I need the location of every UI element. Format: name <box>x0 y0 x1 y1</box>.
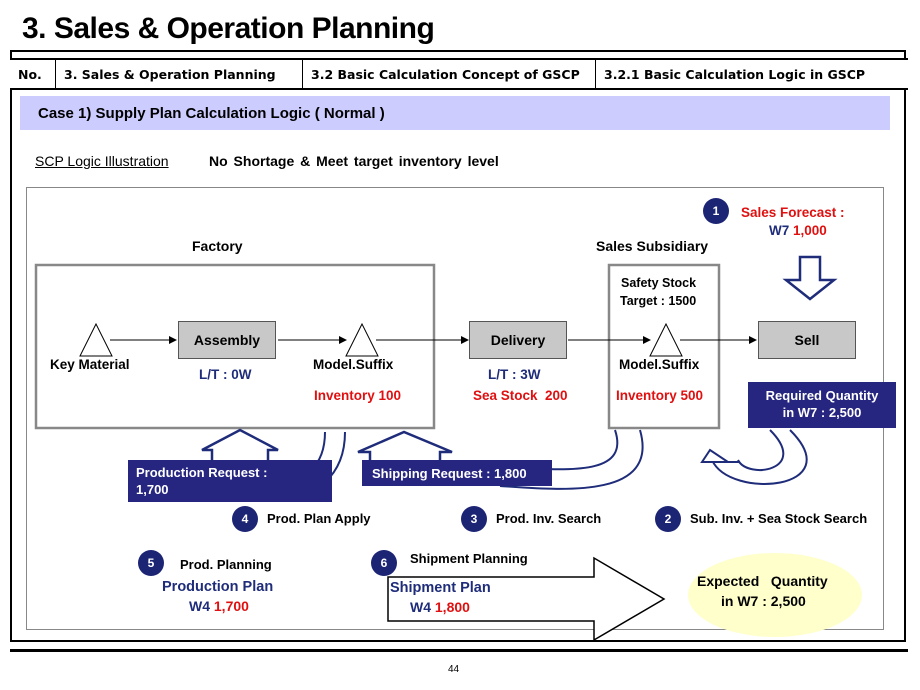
shipment-plan-label: Shipment Plan <box>390 580 491 596</box>
subsidiary-title: Sales Subsidiary <box>596 238 709 254</box>
step-1-badge: 1 <box>703 198 729 224</box>
shipment-plan-number: 1,800 <box>434 599 470 615</box>
expected-quantity-line1: Expected Quantity <box>697 573 828 589</box>
shipping-request-up-arrow <box>357 430 453 464</box>
step-4-label: Prod. Plan Apply <box>267 511 371 526</box>
subsidiary-box <box>607 263 721 430</box>
factory-box <box>34 263 436 430</box>
step-3-badge: 3 <box>461 506 487 532</box>
step-5-badge: 5 <box>138 550 164 576</box>
sales-forecast-week: W7 <box>769 223 790 238</box>
search-curve-inner <box>737 429 785 471</box>
production-plan-value: W4 1,700 <box>189 598 249 614</box>
production-plan-week: W4 <box>189 598 210 614</box>
expected-quantity-line2: in W7 : 2,500 <box>721 593 806 609</box>
key-material-label: Key Material <box>50 357 130 372</box>
search-curve-outer <box>711 429 808 485</box>
header-table: No. 3. Sales & Operation Planning 3.2 Ba… <box>10 58 908 90</box>
header-no-cell: No. <box>10 60 56 88</box>
shipment-plan-arrow <box>387 556 666 642</box>
step-6-label: Shipment Planning <box>410 551 528 566</box>
sales-forecast-number: 1,000 <box>793 223 827 238</box>
header-section-cell: 3. Sales & Operation Planning <box>56 60 303 88</box>
shipping-request-box: Shipping Request : 1,800 <box>362 460 552 486</box>
assembly-box: Assembly <box>178 321 276 359</box>
safety-stock-target-label: Target : 1500 <box>620 294 697 308</box>
subsidiary-model-suffix-label: Model.Suffix <box>619 357 700 372</box>
header-subsection-cell: 3.2 Basic Calculation Concept of GSCP <box>303 60 596 88</box>
step-6-badge: 6 <box>371 550 397 576</box>
scp-logic-description: No Shortage & Meet target inventory leve… <box>209 153 499 169</box>
expected-quantity-ellipse <box>688 553 862 637</box>
subsidiary-inventory-label: Inventory 500 <box>616 388 704 403</box>
sales-forecast-value: W7 1,000 <box>769 223 827 238</box>
case-banner: Case 1) Supply Plan Calculation Logic ( … <box>20 96 890 130</box>
key-material-triangle <box>79 322 113 357</box>
sell-box: Sell <box>758 321 856 359</box>
step-5-label: Prod. Planning <box>180 557 272 572</box>
production-plan-label: Production Plan <box>162 579 274 595</box>
delivery-lt-label: L/T : 3W <box>488 367 541 382</box>
step-2-label: Sub. Inv. + Sea Stock Search <box>690 511 868 526</box>
required-quantity-box: Required Quantity in W7 : 2,500 <box>748 382 896 428</box>
production-plan-number: 1,700 <box>213 598 249 614</box>
search-curve-head <box>700 448 740 463</box>
slide-frame <box>10 50 906 642</box>
factory-model-suffix-label: Model.Suffix <box>313 357 394 372</box>
factory-inventory-triangle <box>345 322 379 357</box>
production-request-line2: 1,700 <box>136 482 169 497</box>
step-4-badge: 4 <box>232 506 258 532</box>
safety-stock-label: Safety Stock <box>621 276 697 290</box>
sales-forecast-label: Sales Forecast : <box>741 205 845 220</box>
production-request-box: Production Request : 1,700 <box>128 460 332 502</box>
production-request-line1: Production Request : <box>136 465 268 480</box>
step-2-badge: 2 <box>655 506 681 532</box>
delivery-box: Delivery <box>469 321 567 359</box>
sub-inv-curve-outer <box>499 429 644 490</box>
required-quantity-line1: Required Quantity <box>765 388 879 403</box>
required-quantity-line2: in W7 : 2,500 <box>782 405 862 420</box>
sea-stock-label: Sea Stock 200 <box>473 388 568 403</box>
step-3-label: Prod. Inv. Search <box>496 511 602 526</box>
scp-logic-label: SCP Logic Illustration <box>35 153 169 169</box>
page-title: 3. Sales & Operation Planning <box>22 12 435 45</box>
bottom-rule <box>10 649 908 652</box>
production-request-up-arrow <box>201 428 279 464</box>
subsidiary-inventory-triangle <box>649 322 683 357</box>
page-number: 44 <box>448 664 460 675</box>
forecast-down-arrow <box>782 255 838 301</box>
factory-inventory-label: Inventory 100 <box>314 388 402 403</box>
assembly-lt-label: L/T : 0W <box>199 367 252 382</box>
header-topic-cell: 3.2.1 Basic Calculation Logic in GSCP <box>604 66 866 82</box>
factory-title: Factory <box>192 238 243 254</box>
shipment-plan-value: W4 1,800 <box>410 599 470 615</box>
shipment-plan-week: W4 <box>410 599 431 615</box>
